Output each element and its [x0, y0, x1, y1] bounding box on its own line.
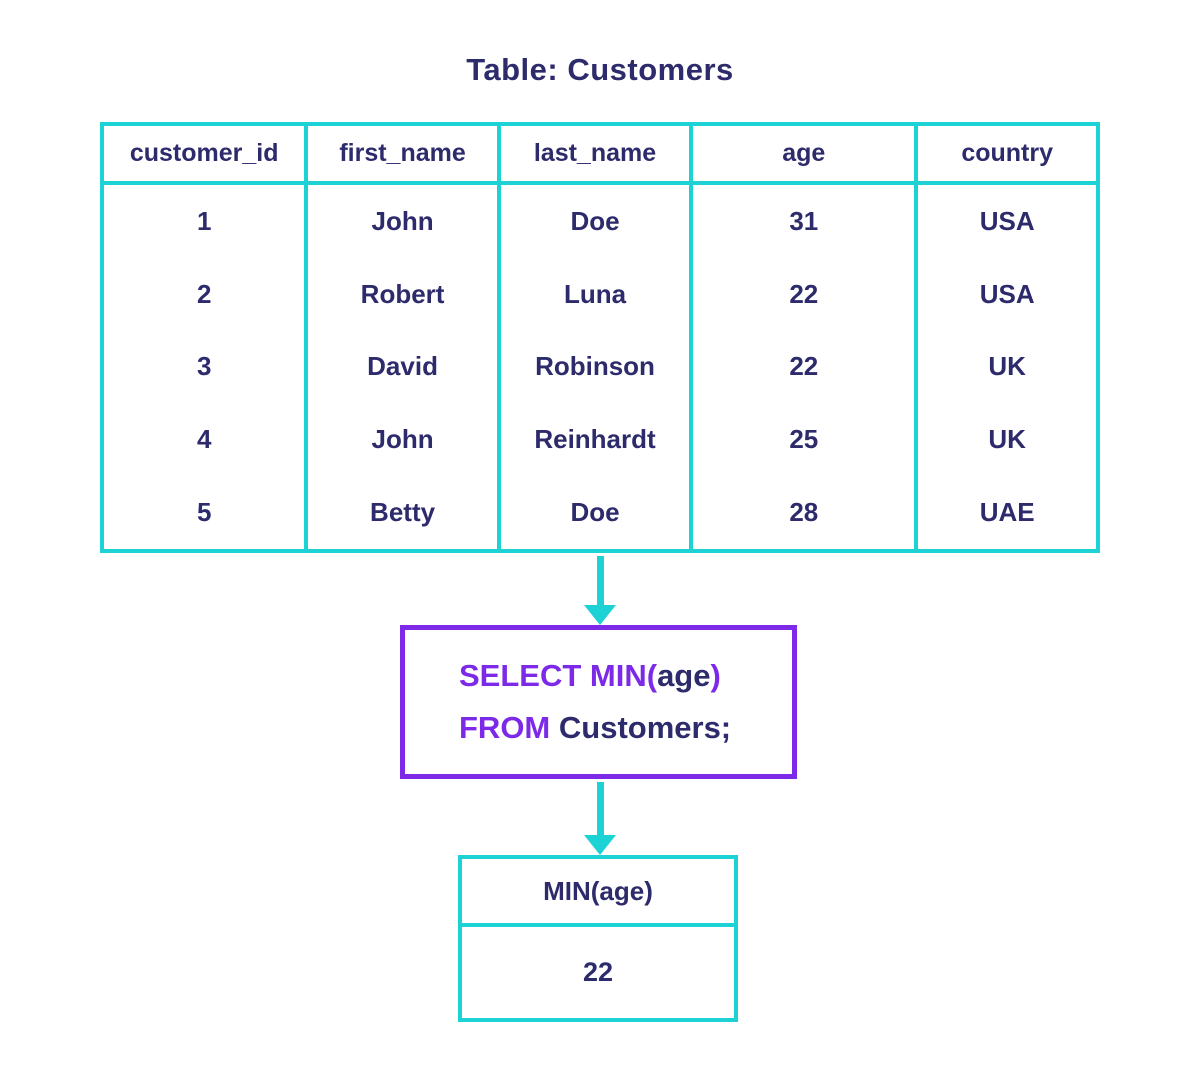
table-cell: Reinhardt: [501, 403, 694, 477]
table-cell: UK: [988, 424, 1026, 455]
table-cell: Luna: [501, 257, 694, 331]
sql-query-box: SELECT MIN(age) FROM Customers;: [400, 625, 797, 779]
table-cell: 5: [104, 476, 309, 549]
table-cell: 28: [693, 476, 919, 549]
table-cell: 22: [693, 330, 919, 404]
column-header-age: age: [693, 126, 919, 185]
query-line-2: FROM Customers;: [459, 702, 792, 754]
table-cell: 22: [693, 257, 919, 331]
table-cell: 2: [104, 257, 309, 331]
table-cell: David: [308, 330, 501, 404]
arrow-head: [584, 835, 616, 855]
table-cell: Doe: [501, 476, 694, 549]
query-line-1: SELECT MIN(age): [459, 650, 792, 702]
column-header-customer-id: customer_id: [104, 126, 309, 185]
table-cell: UAE: [979, 497, 1035, 528]
table-cell: Betty: [308, 476, 501, 549]
sql-keyword: SELECT MIN(: [459, 658, 658, 693]
table-cell: Robert: [308, 257, 501, 331]
column-header-last-name: last_name: [500, 126, 694, 185]
sql-identifier: age: [657, 658, 711, 693]
table-cell: 4: [104, 403, 309, 477]
customers-table: customer_id first_name last_name age cou…: [100, 122, 1100, 553]
table-cell: John: [308, 403, 501, 477]
table-cell: John: [308, 185, 501, 258]
result-value: 22: [582, 957, 614, 987]
table-cell: Doe: [501, 185, 694, 258]
table-cell: Robinson: [501, 330, 694, 404]
table-cell: 1: [104, 185, 309, 258]
sql-keyword: ): [710, 658, 721, 693]
diagram-title: Table: Customers: [466, 52, 734, 87]
table-cell: USA: [979, 205, 1035, 236]
arrow-down-icon: [584, 782, 616, 855]
column-header-country: country: [918, 126, 1096, 185]
result-column-header: MIN(age): [462, 859, 734, 927]
table-cell: 25: [693, 403, 919, 477]
sql-keyword: FROM: [459, 710, 559, 745]
table-cell: 31: [693, 185, 919, 258]
arrow-down-icon: [584, 556, 616, 625]
result-table: MIN(age) 22: [458, 855, 738, 1022]
arrow-stem: [596, 782, 604, 835]
table-cell: UK: [988, 351, 1026, 382]
arrow-stem: [596, 556, 604, 605]
table-cell: 3: [104, 330, 309, 404]
column-header-first-name: first_name: [308, 126, 501, 185]
sql-identifier: Customers;: [558, 710, 732, 745]
arrow-head: [584, 605, 616, 625]
table-cell: USA: [979, 278, 1035, 309]
